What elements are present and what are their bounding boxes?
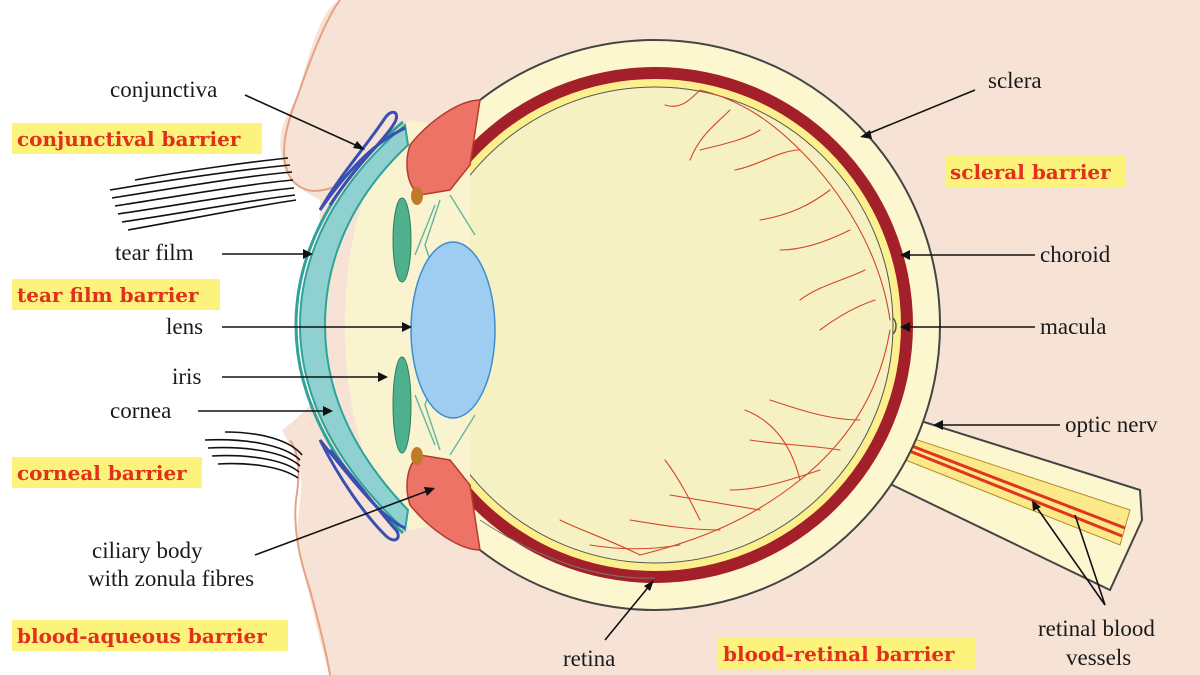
conjunctiva-lower [318, 439, 406, 542]
upper-eyelashes [109, 157, 297, 231]
tear-film-barrier-label: tear film barrier [17, 283, 199, 307]
retina-inferior [479, 519, 656, 579]
label-sclera: sclera [988, 68, 1042, 93]
label-pointers [198, 89, 1106, 641]
label-ciliary-body-line2: with zonula fibres [88, 566, 254, 591]
label-lens: lens [166, 314, 203, 339]
retinal-blood-vessels [559, 89, 891, 556]
label-cornea: cornea [110, 398, 171, 423]
label-tear-film: tear film [115, 240, 194, 265]
corneal-barrier-label: corneal barrier [17, 461, 187, 485]
blood-retinal-barrier-label: blood-retinal barrier [723, 642, 955, 666]
iris-lower [392, 356, 412, 454]
label-macula: macula [1040, 314, 1106, 339]
conjunctival-barrier-highlight [12, 123, 262, 154]
ciliary-process-upper [411, 187, 423, 205]
scleral-barrier-label: scleral barrier [950, 160, 1111, 184]
macula-pit [892, 317, 897, 335]
label-optic-nerve: optic nerv [1065, 412, 1158, 437]
blood-retinal-barrier-highlight [718, 638, 976, 669]
iris-upper [392, 197, 412, 283]
conjunctival-barrier-label: conjunctival barrier [17, 127, 241, 151]
label-retinal-vessels-line2: vessels [1066, 645, 1131, 670]
blood-aqueous-barrier-highlight [12, 620, 288, 651]
label-choroid: choroid [1040, 242, 1111, 267]
eyelid-edge-upper [283, 0, 341, 192]
ciliary-body-upper [406, 99, 481, 196]
scleral-barrier-highlight [945, 156, 1125, 187]
label-retina: retina [563, 646, 615, 671]
blood-aqueous-barrier-label: blood-aqueous barrier [17, 624, 267, 648]
lens [410, 241, 496, 419]
lower-eyelashes [204, 431, 303, 479]
label-iris: iris [172, 364, 201, 389]
label-ciliary-body-line1: ciliary body [92, 538, 203, 563]
corneal-barrier-highlight [12, 457, 202, 488]
cornea [298, 123, 410, 533]
label-retinal-vessels-line1: retinal blood [1038, 616, 1155, 641]
conjunctiva-upper [318, 110, 406, 211]
ciliary-body-lower [406, 454, 481, 551]
ciliary-process-lower [411, 447, 423, 465]
tear-film-barrier-highlight [12, 279, 220, 310]
label-conjunctiva: conjunctiva [110, 77, 217, 102]
